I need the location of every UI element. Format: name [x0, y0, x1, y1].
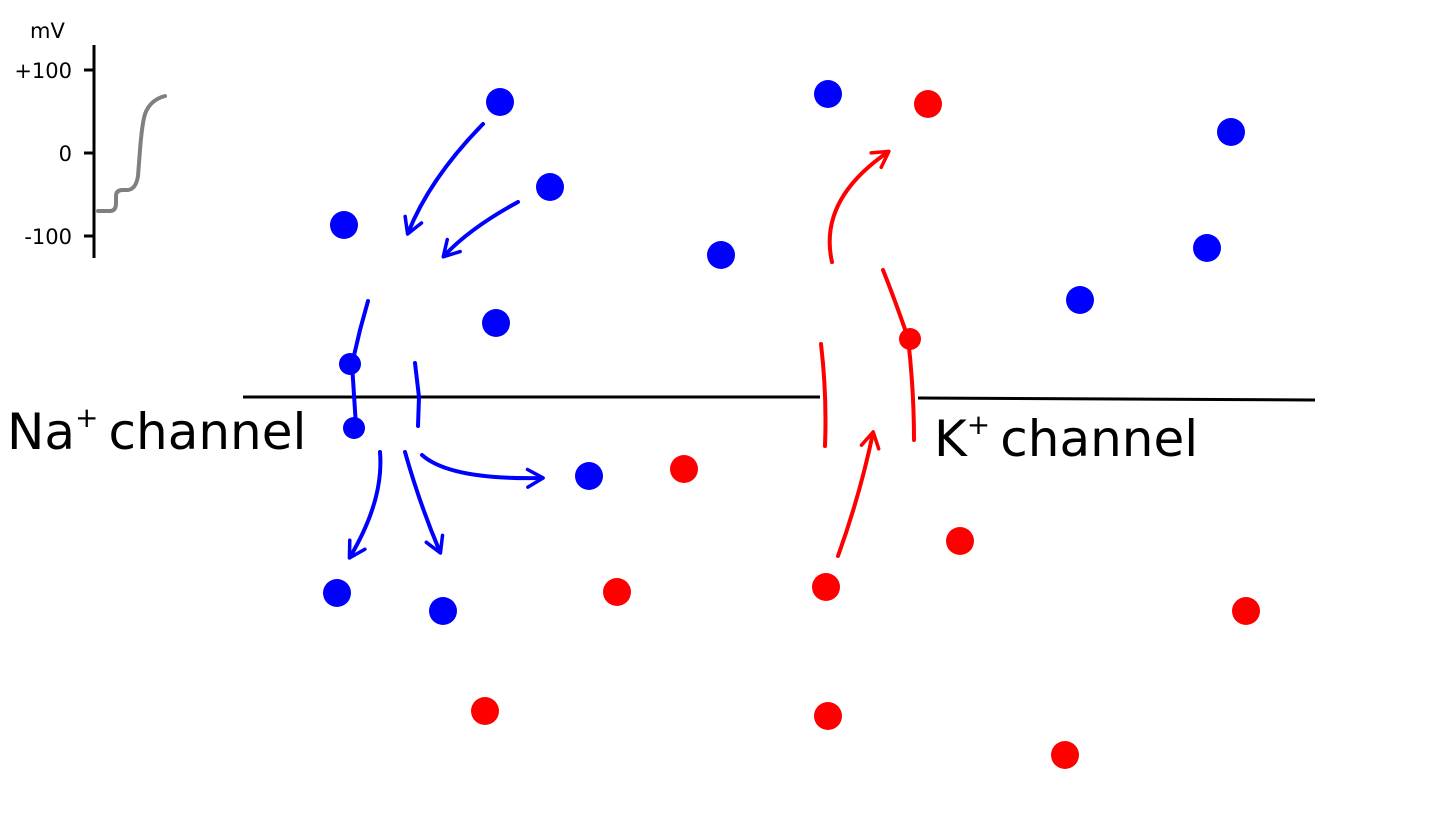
na-arrow-inflow-2	[441, 200, 520, 259]
na-channel-wall-right	[413, 361, 422, 428]
k-arrows	[827, 149, 891, 558]
k-channel-label-word: channel	[1000, 410, 1198, 468]
k-arrow-lower	[836, 430, 881, 558]
voltage-unit-label: mV	[30, 19, 65, 43]
na-channel-gate-bottom	[343, 417, 365, 439]
potassium-ion	[670, 455, 698, 483]
sodium-ion	[429, 597, 457, 625]
na-arrow-inflow-1	[403, 122, 485, 236]
na-channel-label: Na+ channel	[7, 401, 306, 461]
na-arrow-outflow-1	[347, 450, 383, 560]
na-channel-label-word: channel	[109, 403, 307, 461]
potassium-ion	[1232, 597, 1260, 625]
k-arrow-upper	[827, 149, 891, 264]
k-channel-label-ion: K	[934, 410, 968, 468]
potassium-ion	[603, 578, 631, 606]
sodium-ion	[1217, 118, 1245, 146]
membrane-line	[243, 395, 1316, 402]
voltage-trace	[96, 94, 167, 213]
potassium-ion	[914, 90, 942, 118]
potassium-ion	[814, 702, 842, 730]
na-channel-wall-left	[349, 299, 370, 428]
potassium-ion	[1051, 741, 1079, 769]
potassium-ions	[471, 90, 1260, 769]
na-channel-gate-top	[339, 353, 361, 375]
voltage-tick-label-plus100: +100	[14, 59, 72, 83]
na-channel-label-charge: +	[75, 401, 98, 434]
sodium-ion	[707, 241, 735, 269]
sodium-ion	[323, 579, 351, 607]
na-channel	[339, 299, 422, 439]
voltage-plot: mV +100 0 -100	[14, 19, 167, 258]
na-arrows	[347, 122, 545, 560]
sodium-ions	[323, 80, 1245, 625]
potassium-ion	[471, 697, 499, 725]
sodium-ion	[486, 88, 514, 116]
sodium-ion	[814, 80, 842, 108]
na-arrow-outflow-2	[403, 450, 445, 555]
voltage-tick-label-0: 0	[59, 142, 72, 166]
k-channel	[819, 268, 921, 448]
k-channel-label-charge: +	[967, 408, 990, 441]
sodium-ion	[1066, 286, 1094, 314]
voltage-tick-label-minus100: -100	[24, 225, 72, 249]
sodium-ion	[536, 173, 564, 201]
sodium-ion	[575, 462, 603, 490]
sodium-ion	[330, 211, 358, 239]
sodium-ion	[482, 309, 510, 337]
k-channel-wall-left	[819, 342, 828, 448]
potassium-ion	[946, 527, 974, 555]
k-channel-gate	[899, 328, 921, 350]
sodium-ion	[1193, 234, 1221, 262]
na-arrow-outflow-3	[420, 453, 545, 489]
k-channel-wall-right	[881, 268, 916, 442]
k-channel-label: K+ channel	[934, 408, 1198, 468]
na-channel-label-ion: Na	[7, 403, 75, 461]
potassium-ion	[812, 573, 840, 601]
